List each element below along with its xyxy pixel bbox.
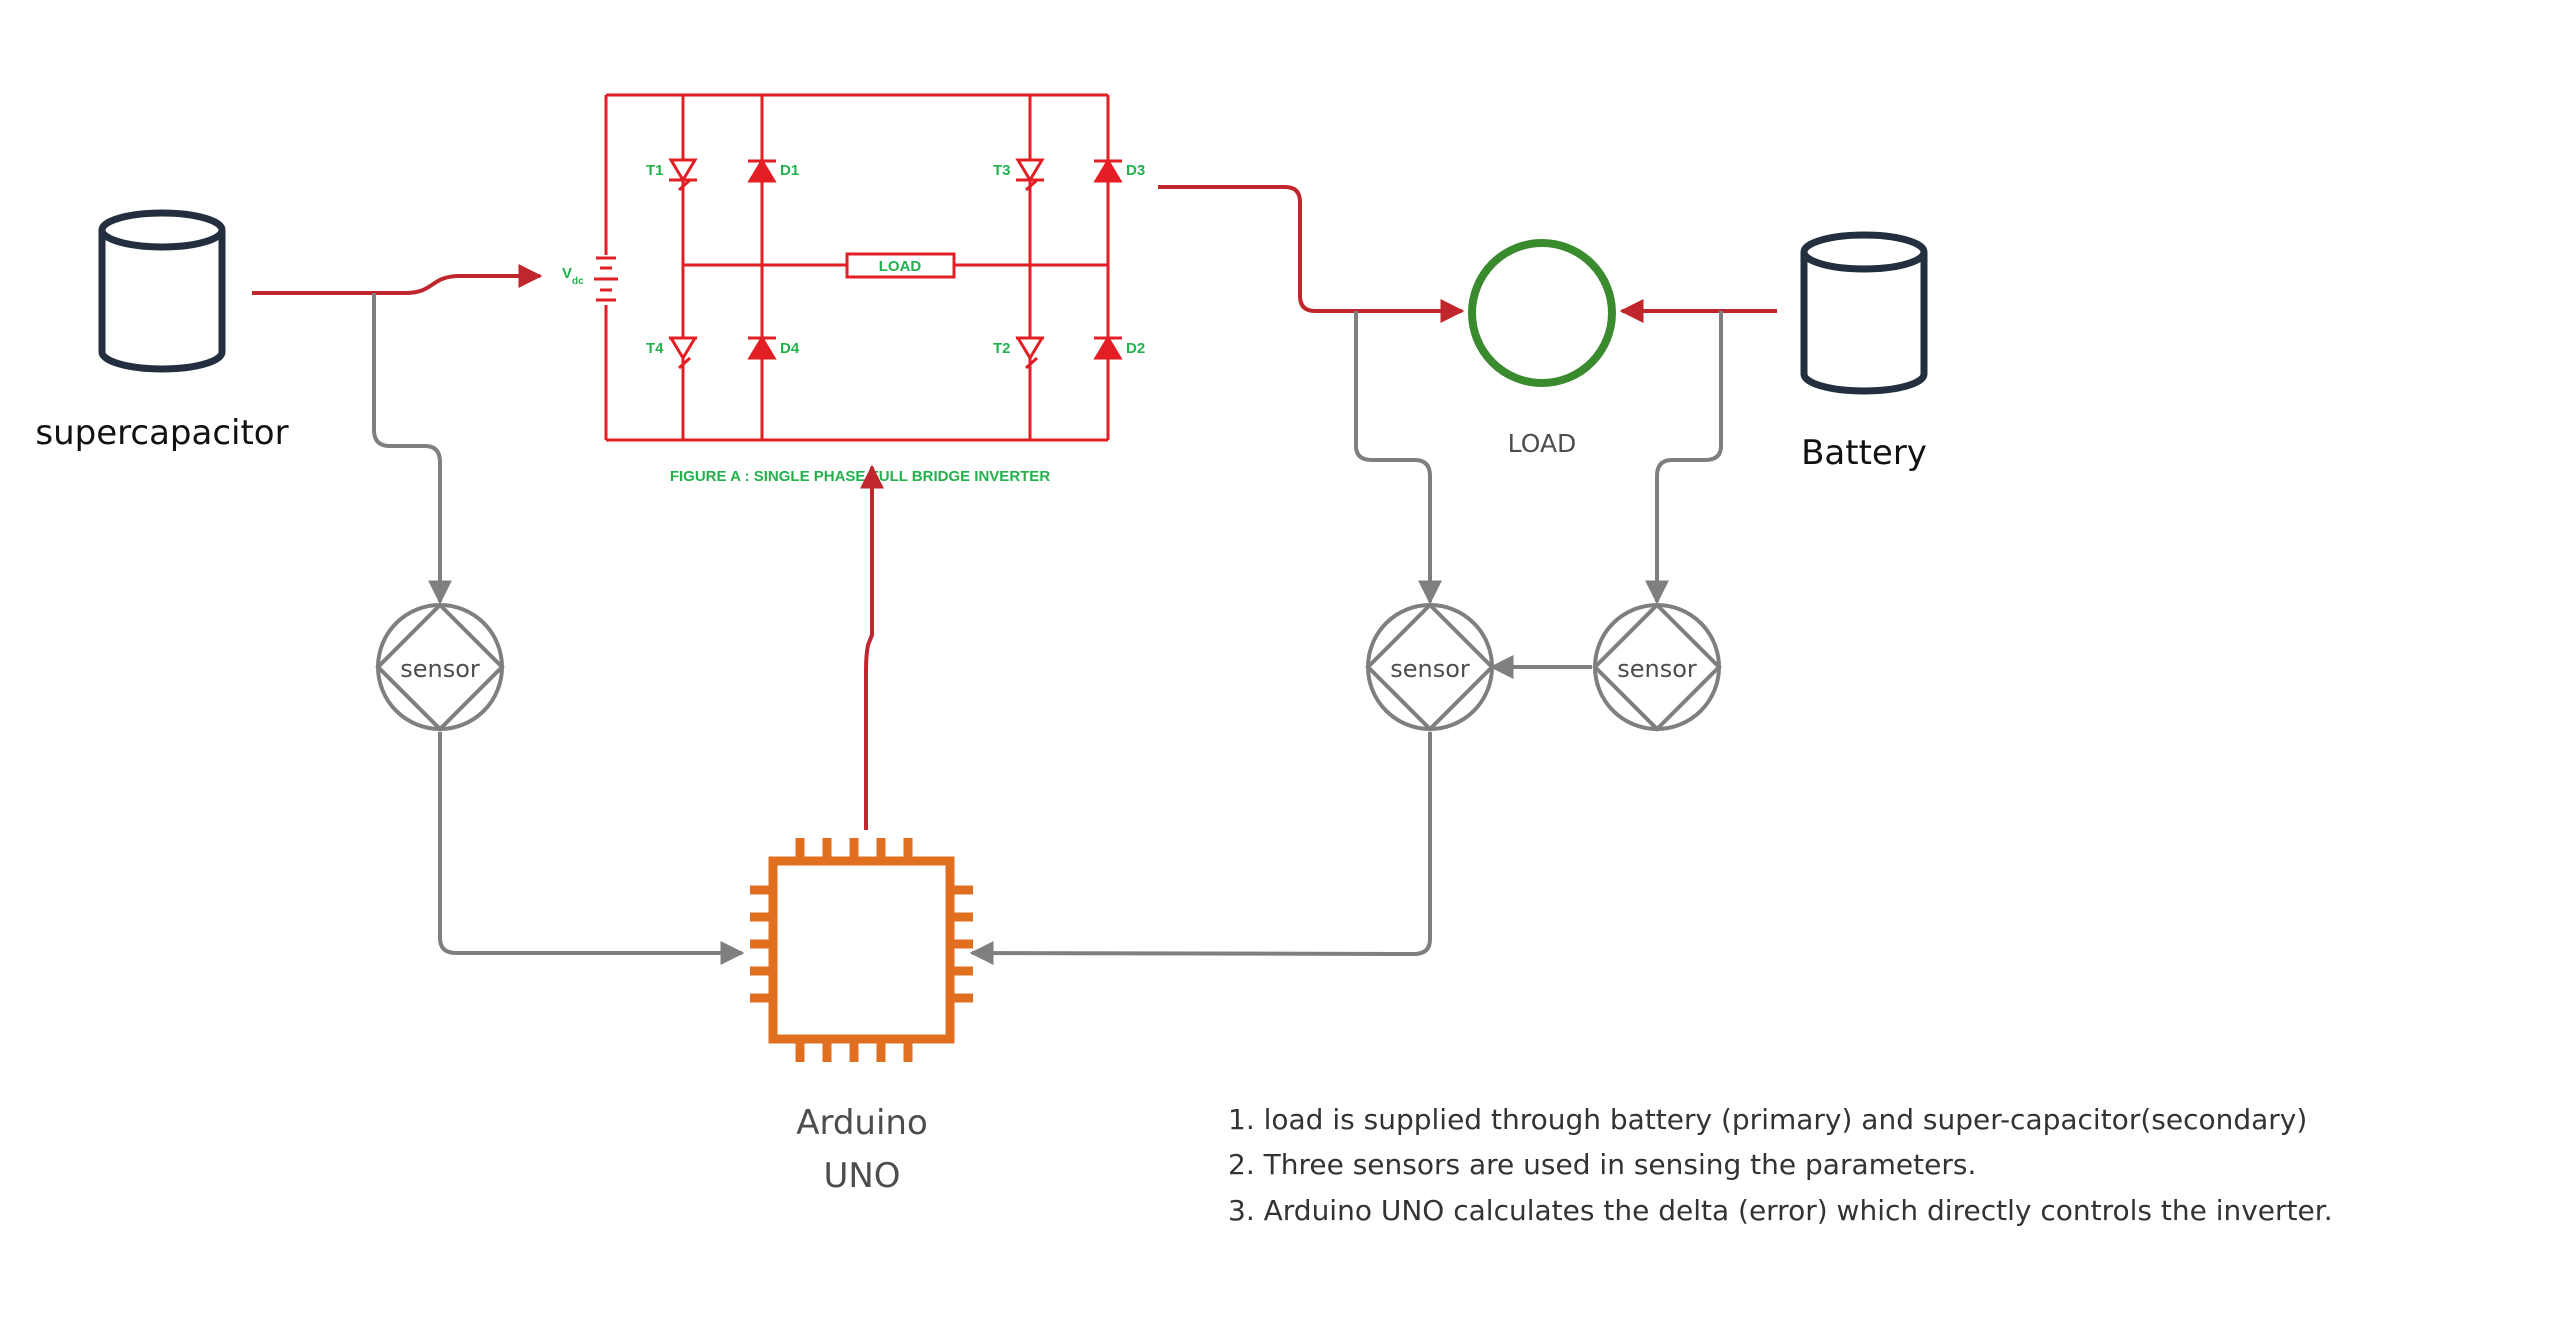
thyristor-t4-label: T4 [646,340,664,357]
inverter-to-load-connector [1158,185,1465,323]
sensor-supercap: sensor [375,602,505,732]
arduino-to-inverter-connector [860,464,884,830]
thyristor-t2-icon [1015,336,1045,370]
diode-d1-icon [747,158,777,183]
thyristor-t3-label: T3 [993,162,1011,179]
diode-d1-label: D1 [780,162,799,179]
dc-source-v: V [562,265,572,282]
inverter-circuit [594,93,1110,442]
load-sensor-to-arduino-connector [969,732,1432,966]
supercap-to-inverter-connector [252,264,543,295]
sensor-battery: sensor [1592,602,1722,732]
thyristor-icons [668,158,1045,370]
notes: 1. load is supplied through battery (pri… [1228,1103,2333,1227]
arduino-chip-icon [750,838,973,1062]
thyristor-t1-label: T1 [646,162,664,179]
load-to-sensor-connector [1354,311,1442,605]
arduino-label-line1: Arduino [796,1103,928,1143]
supercapacitor-icon [98,209,226,373]
sensor-load: sensor [1365,602,1495,732]
thyristor-t3-icon [1015,158,1045,192]
sensor-battery-label: sensor [1617,655,1697,683]
load-circle [1468,239,1616,387]
sensor-load-label: sensor [1390,655,1470,683]
battery-label: Battery [1801,433,1927,473]
diode-d2-label: D2 [1126,340,1145,357]
diode-d2-icon [1093,335,1123,360]
thyristor-t4-icon [668,336,698,370]
diode-d4-icon [747,335,777,360]
sensor-to-arduino-connector [438,732,745,965]
dc-source-label: Vdc [562,265,584,287]
thyristor-t2-label: T2 [993,340,1011,357]
inverter-load-label: LOAD [879,258,922,275]
note-3: 3. Arduino UNO calculates the delta (err… [1228,1194,2333,1227]
arduino-label-line2: UNO [823,1156,900,1196]
diode-icons [747,158,1123,360]
load-label: LOAD [1508,429,1577,458]
supercapacitor-label: supercapacitor [35,413,288,453]
diode-d3-label: D3 [1126,162,1145,179]
sensor-supercap-label: sensor [400,655,480,683]
note-1: 1. load is supplied through battery (pri… [1228,1103,2307,1136]
battery-to-sensor-connector [1645,311,1723,605]
dc-source-subscript: dc [572,276,584,287]
inverter-caption: FIGURE A : SINGLE PHASE FULL BRIDGE INVE… [670,468,1050,485]
diode-d3-icon [1093,158,1123,183]
diode-d4-label: D4 [780,340,800,357]
battery-icon [1800,231,1928,395]
inverter-load-resistor [845,252,956,279]
thyristor-t1-icon [668,158,698,192]
supercap-to-sensor-connector [372,293,452,605]
note-2: 2. Three sensors are used in sensing the… [1228,1148,1976,1181]
